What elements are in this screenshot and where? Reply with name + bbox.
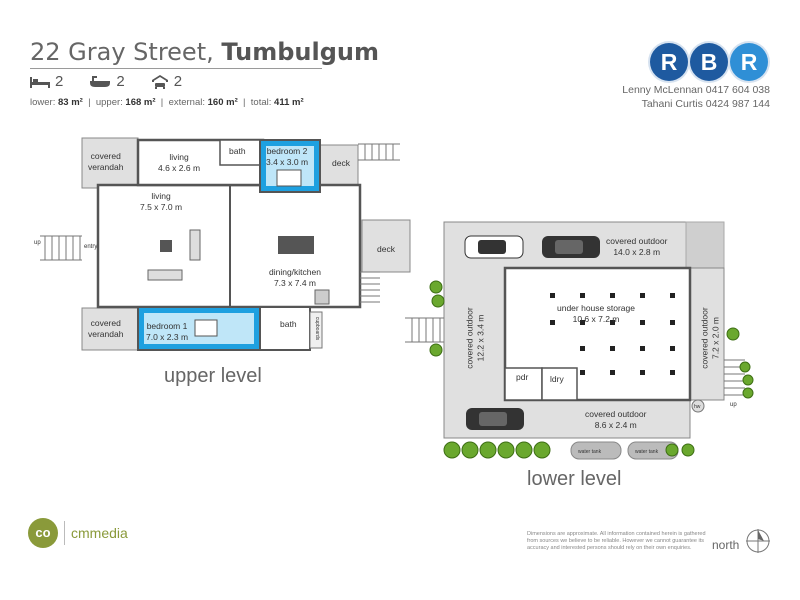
stairs-left bbox=[40, 235, 82, 261]
street-name: 22 Gray Street, bbox=[30, 38, 214, 66]
stairs-lower-left bbox=[405, 317, 444, 343]
bathtub-icon bbox=[90, 76, 111, 88]
hot-water-unit bbox=[691, 399, 705, 413]
label-bath-bottom: bath bbox=[280, 319, 297, 329]
property-address: 22 Gray Street, Tumbulgum bbox=[30, 38, 379, 66]
covered-outdoor-right-area bbox=[689, 267, 725, 401]
label-hw: hw bbox=[694, 404, 701, 410]
cupboards bbox=[309, 311, 323, 349]
external-area-value: 160 m² bbox=[207, 97, 238, 108]
label-bedroom-2: bedroom 2 3.4 x 3.0 m bbox=[266, 146, 309, 167]
upper-level-label: upper level bbox=[164, 365, 262, 387]
agency-logo-r2: R bbox=[730, 43, 768, 81]
cmmedia-logo: co cmmedia bbox=[28, 518, 128, 548]
cars-count: 2 bbox=[173, 73, 183, 90]
label-bath-top: bath bbox=[229, 146, 246, 156]
covered-verandah-bottom bbox=[81, 307, 139, 351]
label-living-main: living 7.5 x 7.0 m bbox=[140, 191, 183, 212]
title-divider bbox=[30, 68, 322, 69]
cars-stat: 2 bbox=[151, 73, 182, 90]
label-covered-outdoor-bottom: covered outdoor 8.6 x 2.4 m bbox=[585, 409, 647, 430]
deck-right bbox=[361, 219, 411, 273]
lower-area-value: 83 m² bbox=[57, 97, 83, 108]
garden-shrubs bbox=[429, 280, 754, 459]
lower-area-label: lower: bbox=[30, 97, 56, 108]
stairs-lower-right bbox=[724, 359, 745, 396]
label-covered-verandah-top: covered verandah bbox=[88, 151, 124, 172]
label-laundry: ldry bbox=[550, 374, 564, 384]
upper-area-label: upper: bbox=[95, 97, 123, 108]
label-deck-top: deck bbox=[332, 158, 350, 168]
label-covered-outdoor-left: covered outdoor 12.2 x 3.4 m bbox=[464, 307, 486, 369]
stairs-top-right bbox=[358, 143, 400, 161]
water-tank-1 bbox=[570, 441, 622, 460]
garage-icon bbox=[151, 75, 168, 90]
label-pdr: pdr bbox=[516, 372, 529, 382]
disclaimer: Dimensions are approximate. All informat… bbox=[527, 531, 706, 551]
dining-table bbox=[278, 236, 314, 254]
stairs-right bbox=[360, 271, 380, 303]
cmmedia-wordmark: cmmedia bbox=[71, 525, 128, 541]
lower-level-plan bbox=[405, 221, 754, 460]
bed-2 bbox=[276, 169, 302, 187]
sofa bbox=[147, 269, 183, 281]
pdr-room bbox=[504, 367, 543, 401]
bath-bottom-room bbox=[259, 306, 311, 351]
car-dark-top bbox=[542, 236, 600, 258]
label-bedroom-1: bedroom 1 7.0 x 2.3 m bbox=[146, 321, 189, 342]
north-arrow-icon bbox=[746, 529, 770, 553]
label-deck-right: deck bbox=[377, 244, 395, 254]
gravel-pad bbox=[685, 221, 725, 269]
total-area-label: total: bbox=[250, 97, 272, 108]
label-up-lower: up bbox=[730, 402, 737, 408]
label-water-tank-2: water tank bbox=[635, 449, 659, 455]
floor-areas: lower: 83 m² | upper: 168 m² | external:… bbox=[30, 97, 304, 108]
label-entry: entry bbox=[84, 244, 98, 250]
bed-1 bbox=[194, 319, 218, 337]
label-under-house-storage: under house storage 10.6 x 7.2 m bbox=[557, 303, 635, 324]
north-label: north bbox=[712, 538, 740, 552]
label-covered-outdoor-right: covered outdoor 7.2 x 2.0 m bbox=[699, 307, 721, 369]
armchair bbox=[189, 229, 201, 261]
laundry-room bbox=[541, 367, 578, 401]
coffee-table bbox=[160, 240, 172, 252]
upper-level-plan bbox=[40, 137, 411, 351]
lower-level-label: lower level bbox=[527, 468, 622, 490]
label-dining-kitchen: dining/kitchen 7.3 x 7.4 m bbox=[269, 267, 321, 288]
property-stats: 2 2 2 bbox=[30, 73, 182, 90]
bed-icon bbox=[30, 77, 50, 89]
baths-stat: 2 bbox=[89, 73, 125, 90]
car-white bbox=[464, 235, 524, 259]
label-water-tank-1: water tank bbox=[578, 449, 602, 455]
label-living-small: living 4.6 x 2.6 m bbox=[158, 152, 201, 173]
cmmedia-divider bbox=[64, 521, 65, 545]
label-up-upper: up bbox=[34, 240, 41, 246]
label-covered-verandah-bottom: covered verandah bbox=[88, 318, 124, 339]
baths-count: 2 bbox=[116, 73, 125, 90]
label-cupboards: cupboards bbox=[314, 316, 321, 341]
agent-2: Tahani Curtis 0424 987 144 bbox=[641, 98, 770, 110]
agency-logo-r1: R bbox=[650, 43, 688, 81]
cooktop bbox=[314, 289, 330, 305]
label-covered-outdoor-top: covered outdoor 14.0 x 2.8 m bbox=[606, 236, 668, 257]
beds-stat: 2 bbox=[30, 73, 63, 90]
car-dark-bottom bbox=[466, 408, 524, 430]
beds-count: 2 bbox=[55, 73, 64, 90]
covered-verandah-top bbox=[81, 137, 139, 189]
agent-1: Lenny McLennan 0417 604 038 bbox=[622, 84, 770, 96]
total-area-value: 411 m² bbox=[274, 97, 304, 108]
external-area-label: external: bbox=[168, 97, 205, 108]
upper-area-value: 168 m² bbox=[125, 97, 156, 108]
cmmedia-mark: co bbox=[28, 518, 58, 548]
agency-logo-b: B bbox=[690, 43, 728, 81]
suburb-name: Tumbulgum bbox=[221, 38, 379, 66]
storage-posts bbox=[550, 293, 675, 375]
